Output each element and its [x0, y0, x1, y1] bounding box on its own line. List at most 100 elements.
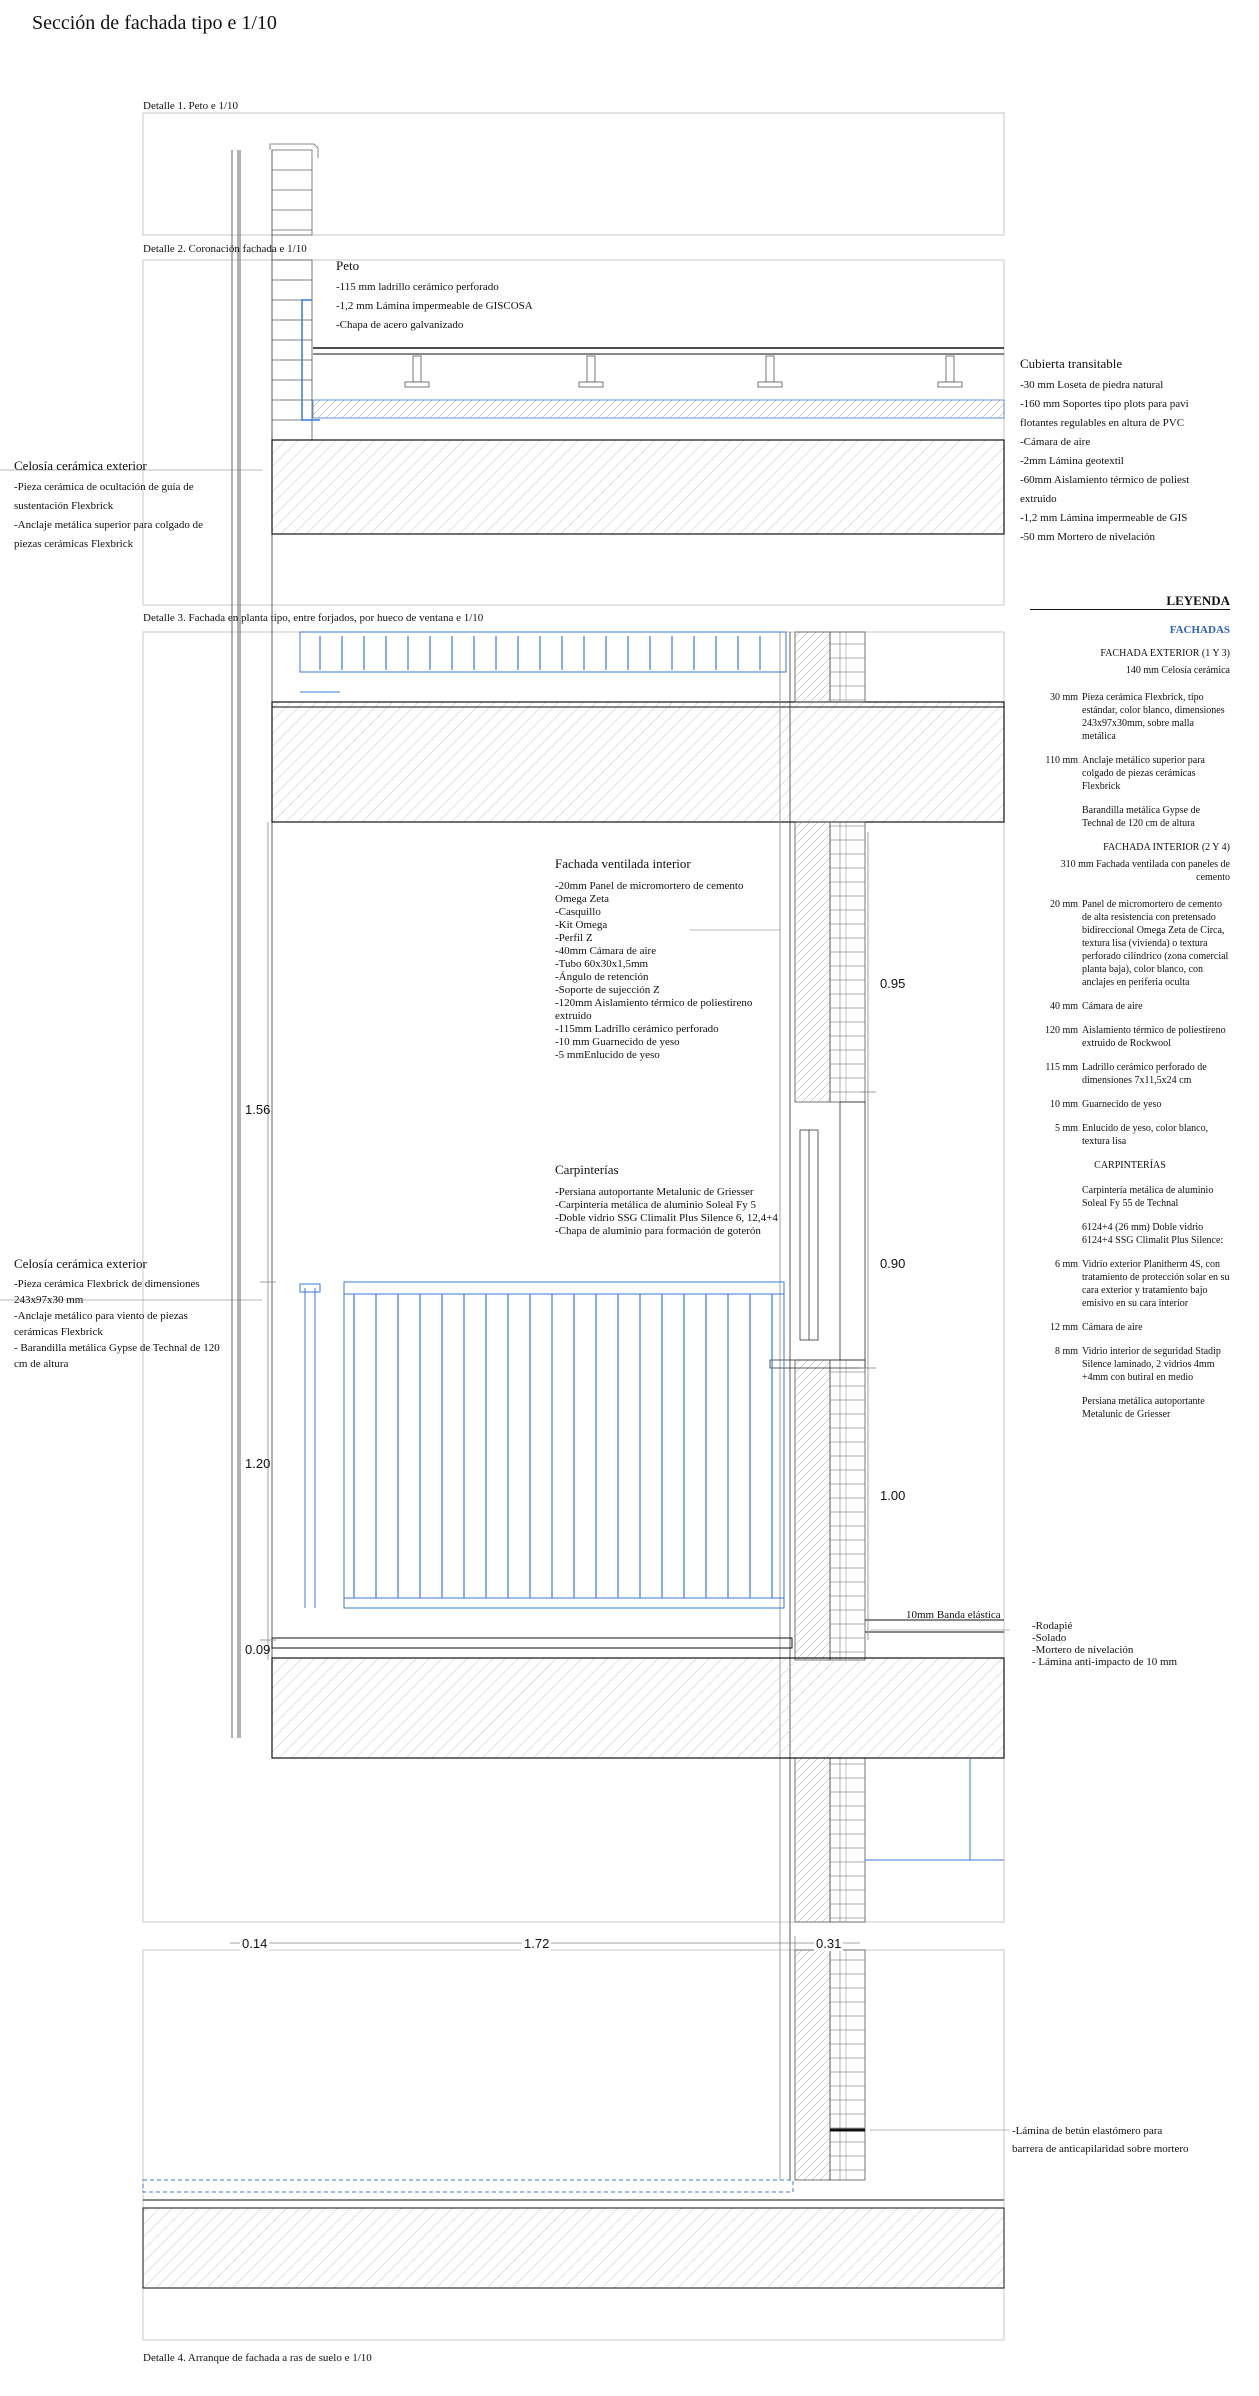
celosia-mid-line: 243x97x30 mm — [14, 1294, 84, 1306]
roof-slab — [271, 439, 1005, 535]
legend-row: Barandilla metálica Gypse de Technal de … — [1082, 805, 1201, 829]
peto-note: Peto -115 mm ladrillo cerámico perforado… — [336, 258, 533, 335]
interior-facade-column — [779, 631, 866, 2181]
slab-lower — [271, 1657, 1005, 1759]
floor-build-up — [271, 1637, 793, 1649]
celosia-mid-line: -Pieza cerámica Flexbrick de dimensiones — [14, 1278, 200, 1290]
cubierta-line: flotantes regulables en altura de PVC — [1020, 417, 1185, 429]
celosia-mid-line: cm de altura — [14, 1358, 69, 1370]
betun-line: barrera de anticapilaridad sobre mortero — [1012, 2143, 1189, 2155]
carpinterias-line: -Carpintería metálica de aluminio Soleal… — [555, 1199, 756, 1211]
cubierta-line: -50 mm Mortero de nivelación — [1020, 531, 1156, 543]
detail-4-label: Detalle 4. Arranque de fachada a ras de … — [143, 2352, 372, 2364]
railing-top — [299, 631, 787, 693]
suelo-line: -Mortero de nivelación — [1032, 1644, 1134, 1656]
peto-column — [269, 143, 319, 236]
carpinterias-line: -Persiana autoportante Metalunic de Grie… — [555, 1186, 754, 1198]
betun-line: -Lámina de betún elastómero para — [1012, 2125, 1163, 2137]
celosia-top-line: sustentación Flexbrick — [14, 500, 114, 512]
celosia-top-line: -Pieza cerámica de ocultación de guía de — [14, 481, 194, 493]
fachada-interior-line: -Soporte de sujección Z — [555, 984, 660, 996]
cubierta-note: Cubierta transitable -30 mm Loseta de pi… — [1020, 356, 1259, 547]
cubierta-line: extruido — [1020, 493, 1057, 505]
fachada-interior-line: -40mm Cámara de aire — [555, 945, 657, 957]
roof-insulation — [312, 399, 1005, 419]
celosia-top-line: -Anclaje metálica superior para colgado … — [14, 519, 204, 531]
legend-fachadas: FACHADAS — [1169, 624, 1230, 636]
window-frame — [769, 1101, 866, 1369]
celosia-top-note: Celosía cerámica exterior -Pieza cerámic… — [14, 458, 203, 554]
fachada-interior-line: -5 mmEnlucido de yeso — [555, 1049, 660, 1061]
legend-int-sub: 310 mm Fachada ventilada con paneles de … — [1060, 859, 1230, 883]
legend-row: Carpintería metálica de aluminio Soleal … — [1082, 1185, 1214, 1209]
fachada-interior-line: -Casquillo — [555, 906, 601, 918]
ground-detail — [142, 2128, 1005, 2289]
celosia-mid-line: -Anclaje metálico para viento de piezas — [14, 1310, 188, 1322]
celosia-mid-line: - Barandilla metálica Gypse de Technal d… — [14, 1342, 220, 1354]
celosia-top-heading: Celosía cerámica exterior — [14, 458, 147, 473]
peto-line: -Chapa de acero galvanizado — [336, 319, 464, 331]
roof-plots — [404, 355, 963, 388]
legend-ext-sub: 140 mm Celosía cerámica — [1125, 665, 1230, 676]
suelo-line: -Rodapié — [1032, 1620, 1073, 1632]
detail-3-label: Detalle 3. Fachada en planta tipo, entre… — [143, 612, 484, 624]
fachada-interior-line: Omega Zeta — [555, 893, 610, 905]
celosia-mid-heading: Celosía cerámica exterior — [14, 1256, 147, 1271]
detail-1-label: Detalle 1. Peto e 1/10 — [143, 100, 239, 112]
lower-window — [865, 1758, 1004, 1861]
legend: LEYENDA FACHADAS FACHADA EXTERIOR (1 Y 3… — [1030, 594, 1230, 1432]
fachada-interior-note: Fachada ventilada interior -20mm Panel d… — [555, 856, 752, 1062]
slab-upper — [271, 701, 1005, 823]
banda-elastica-label: 10mm Banda elástica — [906, 1609, 1001, 1621]
fachada-interior-line: -Tubo 60x30x1,5mm — [555, 958, 649, 970]
legend-row: Persiana metálica autoportante Metalunic… — [1082, 1396, 1205, 1420]
dim-1-00: 1.00 — [880, 1488, 906, 1503]
fachada-interior-heading: Fachada ventilada interior — [555, 856, 691, 871]
peto-line: -115 mm ladrillo cerámico perforado — [336, 281, 499, 293]
fachada-interior-line: -Kit Omega — [555, 919, 608, 931]
carpinterias-line: -Chapa de aluminio para formación de got… — [555, 1225, 761, 1237]
celosia-mid-line: cerámicas Flexbrick — [14, 1326, 103, 1338]
railing-main — [299, 1281, 785, 1609]
fachada-interior-line: -10 mm Guarnecido de yeso — [555, 1036, 680, 1048]
legend-ext-head: FACHADA EXTERIOR (1 Y 3) — [1100, 648, 1230, 659]
suelo-line: - Lámina anti-impacto de 10 mm — [1032, 1656, 1178, 1668]
fachada-interior-line: -115mm Ladrillo cerámico perforado — [555, 1023, 719, 1035]
fachada-interior-line: -Perfil Z — [555, 932, 593, 944]
carpinterias-note: Carpinterías -Persiana autoportante Meta… — [555, 1162, 778, 1238]
frame-detail-1 — [142, 112, 1005, 236]
celosia-top-line: piezas cerámicas Flexbrick — [14, 538, 134, 550]
fachada-interior-line: -20mm Panel de micromortero de cemento — [555, 880, 744, 892]
cubierta-heading: Cubierta transitable — [1020, 356, 1123, 371]
carpinterias-heading: Carpinterías — [555, 1162, 619, 1177]
leader-lines — [0, 469, 1010, 2131]
suelo-note: -Rodapié -Solado -Mortero de nivelación … — [1032, 1620, 1177, 1668]
railing-bars — [319, 636, 773, 1598]
page-title: Sección de fachada tipo e 1/10 — [32, 12, 277, 34]
fachada-interior-line: -120mm Aislamiento térmico de poliestire… — [555, 997, 753, 1009]
cubierta-line: -2mm Lámina geotextil — [1020, 455, 1124, 467]
peto-heading: Peto — [336, 258, 360, 273]
legend-title: LEYENDA — [1030, 594, 1230, 610]
dim-1-20: 1.20 — [245, 1456, 271, 1471]
cubierta-line: -60mm Aislamiento térmico de poliest — [1020, 474, 1190, 486]
betun-note: -Lámina de betún elastómero para barrera… — [1012, 2122, 1189, 2158]
fachada-interior-line: extruido — [555, 1010, 592, 1022]
suelo-line: -Solado — [1032, 1632, 1067, 1644]
fachada-interior-line: -Ángulo de retención — [555, 971, 649, 983]
frame-detail-2 — [142, 259, 1005, 606]
dim-0-95: 0.95 — [880, 976, 906, 991]
celosia-mid-note: Celosía cerámica exterior -Pieza cerámic… — [14, 1256, 220, 1372]
legend-row: 6124+4 (26 mm) Doble vidrio 6124+4 SSG C… — [1082, 1222, 1224, 1246]
dim-0-31: 0.31 — [814, 1936, 844, 1951]
